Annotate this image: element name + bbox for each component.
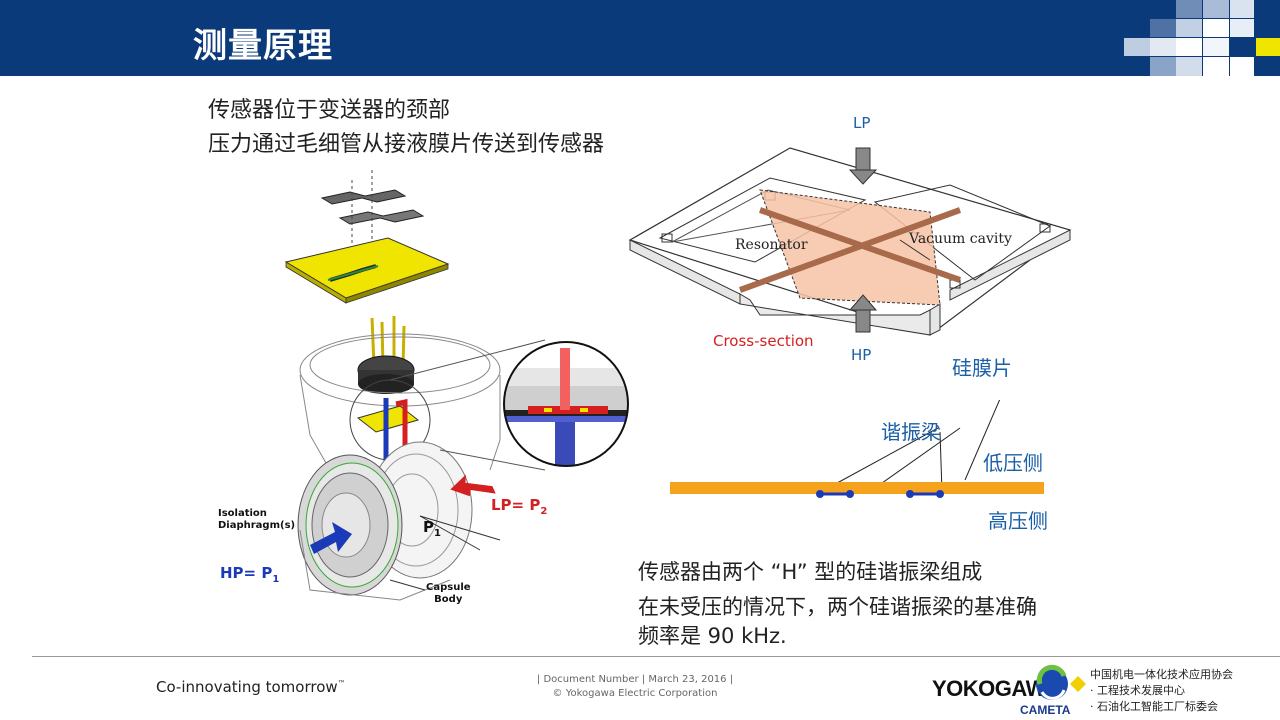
leader-line: [827, 427, 939, 489]
sensor-assembly-diagram: [284, 170, 546, 601]
hp-p1-label: HP= P1: [220, 564, 280, 585]
leader-line: [419, 515, 481, 551]
page-title: 测量原理: [193, 26, 333, 66]
leader-line: [964, 400, 1001, 481]
resonator-parts-illustration: [320, 170, 425, 280]
intro-line-1: 传感器位于变送器的颈部: [208, 98, 451, 123]
beam-diagram: [670, 400, 1044, 498]
association-info: 中国机电一体化技术应用协会 · 工程技术发展中心 · 石油化工智能工厂标委会: [1090, 668, 1233, 713]
chip-cavity: [658, 177, 867, 263]
leader-line: [874, 427, 961, 489]
description-line-1: 传感器由两个 “H” 型的硅谐振梁组成: [638, 560, 983, 584]
resonator-beam: [738, 207, 962, 293]
cameta-wordmark: CAMETA: [1020, 703, 1071, 717]
hp-pressure-arrow: [310, 522, 352, 554]
hp-label: HP: [851, 346, 872, 364]
isolation-diaphragm-label: Isolation Diaphragm(s): [218, 508, 296, 531]
description-line-2: 在未受压的情况下，两个硅谐振梁的基准确: [638, 595, 1037, 619]
resonant-beam-right: [906, 490, 944, 498]
resonator-chip-diagram: [628, 147, 1072, 336]
footer-slogan: Co-innovating tomorrow™: [156, 678, 346, 696]
intro-line-2: 压力通过毛细管从接液膜片传送到传感器: [208, 132, 605, 157]
lp-label: LP: [853, 114, 871, 132]
resonant-beam-label: 谐振梁: [881, 420, 941, 444]
pin-header-illustration: [357, 316, 415, 394]
resonant-beam-left: [816, 490, 854, 498]
lp-p2-label: LP= P2: [491, 496, 548, 517]
leader-line: [419, 515, 501, 541]
cross-section-label: Cross-section: [713, 332, 814, 350]
cameta-logo-icon: [1036, 664, 1086, 700]
lp-pressure-arrow: [450, 474, 496, 497]
vacuum-cavity-label: Vacuum cavity: [909, 231, 1012, 247]
sensor-chip-illustration: [284, 237, 450, 304]
footer-divider: [32, 656, 1280, 657]
hp-arrow-up: [848, 294, 878, 333]
leader-line: [389, 579, 426, 591]
high-pressure-side-label: 高压侧: [988, 509, 1048, 533]
capsule-body-label: Capsule Body: [426, 582, 471, 605]
low-pressure-side-label: 低压侧: [983, 451, 1043, 475]
silicon-diaphragm-label: 硅膜片: [952, 356, 1012, 380]
diaphragm-beam: [670, 482, 1044, 494]
resonator-label: Resonator: [735, 237, 808, 253]
document-info: | Document Number | March 23, 2016 | © Y…: [536, 674, 734, 699]
lp-arrow-down: [848, 147, 878, 185]
zoom-line: [439, 449, 546, 471]
description-line-3: 频率是 90 kHz.: [638, 624, 787, 648]
resonator-beam: [759, 207, 961, 283]
magnified-sensor-inset: [503, 341, 629, 467]
isolation-diaphragm-illustration: [297, 441, 473, 601]
p1-label: P1: [423, 518, 441, 539]
header-bar: 测量原理: [0, 0, 1280, 76]
zoom-line: [389, 339, 546, 381]
